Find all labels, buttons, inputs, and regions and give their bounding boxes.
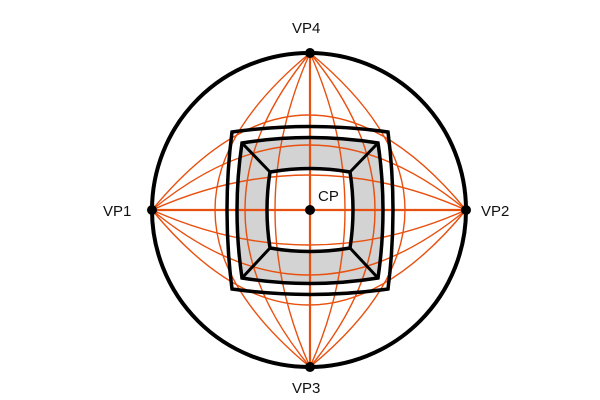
cp-label: CP <box>318 188 339 205</box>
vp2-label: VP2 <box>481 203 509 220</box>
vp3-label: VP3 <box>292 380 320 397</box>
vp3-point <box>305 362 315 372</box>
vp2-point <box>461 205 471 215</box>
outer-curved-square <box>225 124 395 297</box>
corner-connectors <box>240 141 380 280</box>
vp4-point <box>305 48 315 58</box>
vp1-label: VP1 <box>103 203 131 220</box>
vp4-label: VP4 <box>292 20 320 37</box>
cp-point <box>305 205 315 215</box>
vp1-point <box>147 205 157 215</box>
